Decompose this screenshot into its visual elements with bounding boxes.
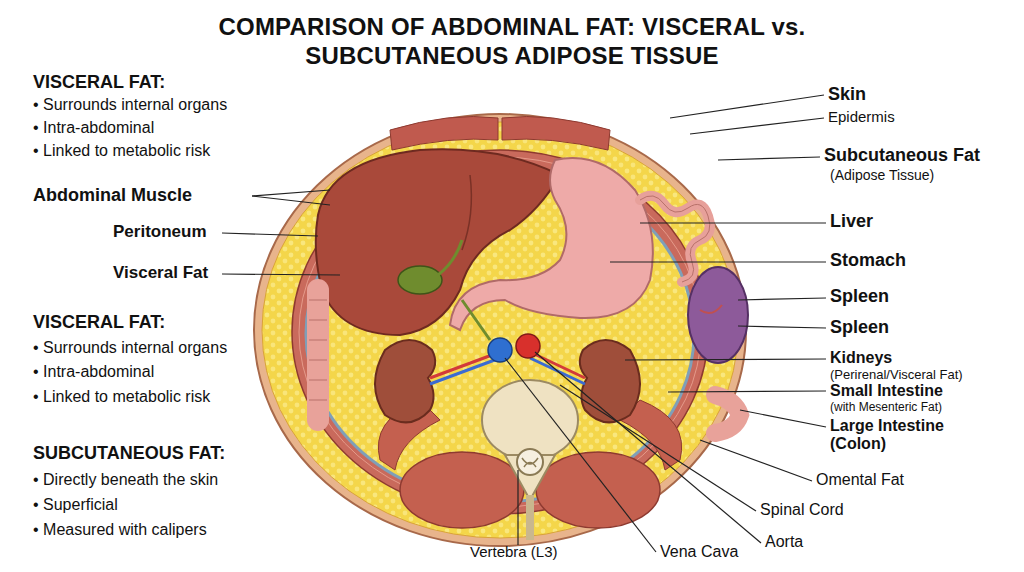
part-label: Spleen — [830, 317, 889, 338]
part-label: Subcutaneous Fat — [824, 145, 980, 166]
part-label: (Perirenal/Visceral Fat) — [830, 368, 963, 383]
part-label: Spinal Cord — [760, 501, 844, 519]
part-label: • Superficial — [33, 496, 118, 514]
part-label: Vena Cava — [660, 543, 738, 561]
part-label: (Adipose Tissue) — [830, 167, 934, 183]
part-label: Aorta — [765, 533, 803, 551]
part-label: • Intra-abdominal — [33, 363, 154, 381]
part-label: • Directly beneath the skin — [33, 471, 218, 489]
part-label: Spleen — [830, 286, 889, 307]
part-label: • Linked to metabolic risk — [33, 142, 210, 160]
part-label: Vertebra (L3) — [470, 543, 558, 560]
part-label: • Linked to metabolic risk — [33, 388, 210, 406]
part-label: Stomach — [830, 250, 906, 271]
part-label: VISCERAL FAT: — [33, 72, 165, 93]
part-label: Large Intestine (Colon) — [830, 417, 970, 454]
part-label: Epidermis — [828, 108, 895, 125]
part-label: Small Intestine — [830, 382, 943, 400]
part-label: VISCERAL FAT: — [33, 312, 165, 333]
part-label: Visceral Fat — [113, 263, 208, 283]
part-label: Peritoneum — [113, 222, 207, 242]
part-label: Kidneys — [830, 349, 892, 367]
part-label: Abdominal Muscle — [33, 185, 192, 206]
part-label: Omental Fat — [816, 471, 904, 489]
part-label: (with Mesenteric Fat) — [830, 401, 942, 415]
part-label: • Intra-abdominal — [33, 119, 154, 137]
part-label: Liver — [830, 211, 873, 232]
part-label: SUBCUTANEOUS FAT: — [33, 443, 225, 464]
diagram-title: COMPARISON OF ABDOMINAL FAT: VISCERAL vs… — [182, 12, 842, 70]
part-label: • Measured with calipers — [33, 521, 207, 539]
part-label: • Surrounds internal organs — [33, 339, 227, 357]
part-label: Skin — [828, 84, 866, 105]
part-label: • Surrounds internal organs — [33, 96, 227, 114]
